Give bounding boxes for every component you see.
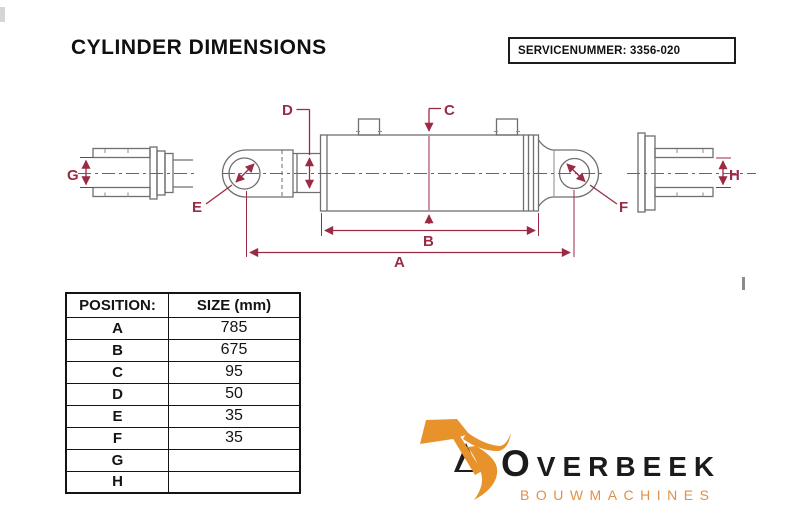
size-cell: 675 <box>168 338 301 362</box>
position-cell: E <box>65 404 169 428</box>
dimension-label-B: B <box>423 233 434 250</box>
column-header-position: POSITION: <box>65 292 169 318</box>
size-cell: 35 <box>168 404 301 428</box>
dimension-F: F <box>566 163 628 216</box>
column-header-size: SIZE (mm) <box>168 292 301 318</box>
dimension-A: A <box>246 190 575 271</box>
table-row: H <box>65 470 301 494</box>
size-cell: 785 <box>168 316 301 340</box>
position-cell: H <box>65 470 169 494</box>
position-cell: C <box>65 360 169 384</box>
cylinder-technical-drawing: G E D C F H <box>67 102 756 271</box>
page-title: CYLINDER DIMENSIONS <box>71 36 327 59</box>
dimension-C: C <box>424 102 455 224</box>
hydraulic-port-right <box>494 118 520 136</box>
dimension-H: H <box>716 157 740 188</box>
table-row: A 785 <box>65 316 301 340</box>
dimension-B: B <box>321 213 539 250</box>
scan-artifact <box>0 7 5 22</box>
position-cell: B <box>65 338 169 362</box>
excavator-arm-icon <box>420 419 511 500</box>
table-row: G <box>65 448 301 472</box>
dimension-label-H: H <box>729 167 740 184</box>
dimension-label-D: D <box>282 102 293 119</box>
logo-brand-text: OVERBEEK <box>501 443 722 484</box>
left-clevis-end-view <box>78 146 196 200</box>
dimension-label-C: C <box>444 102 455 119</box>
dimension-D: D <box>282 102 315 189</box>
size-cell: 95 <box>168 360 301 384</box>
position-cell: D <box>65 382 169 406</box>
service-number-label: SERVICENUMMER: 3356-020 <box>518 44 681 57</box>
dimension-label-E: E <box>192 199 202 216</box>
dimension-label-G: G <box>67 167 79 184</box>
hydraulic-port-left <box>356 118 382 136</box>
table-header-row: POSITION: SIZE (mm) <box>65 292 301 318</box>
position-cell: F <box>65 426 169 450</box>
size-cell: 35 <box>168 426 301 450</box>
size-cell: 50 <box>168 382 301 406</box>
position-cell: A <box>65 316 169 340</box>
rod-eye-left <box>221 149 294 198</box>
dimensions-table: POSITION: SIZE (mm) A 785 B 675 C 95 D 5… <box>65 292 301 494</box>
cylinder-side-view <box>221 118 602 212</box>
table-row: C 95 <box>65 360 301 384</box>
table-row: E 35 <box>65 404 301 428</box>
service-number-box: SERVICENUMMER: 3356-020 <box>508 37 736 64</box>
right-clevis-end-view <box>627 132 756 213</box>
logo-subtitle-text: BOUWMACHINES <box>520 487 716 503</box>
dimension-E: E <box>192 163 255 216</box>
size-cell <box>168 448 301 472</box>
scan-artifact <box>742 277 745 290</box>
dimension-G: G <box>67 157 93 188</box>
size-cell <box>168 470 301 494</box>
table-row: B 675 <box>65 338 301 362</box>
dimension-label-F: F <box>619 199 628 216</box>
table-row: F 35 <box>65 426 301 450</box>
rod-eye-right <box>537 139 600 207</box>
table-row: D 50 <box>65 382 301 406</box>
position-cell: G <box>65 448 169 472</box>
dimension-label-A: A <box>394 254 405 271</box>
